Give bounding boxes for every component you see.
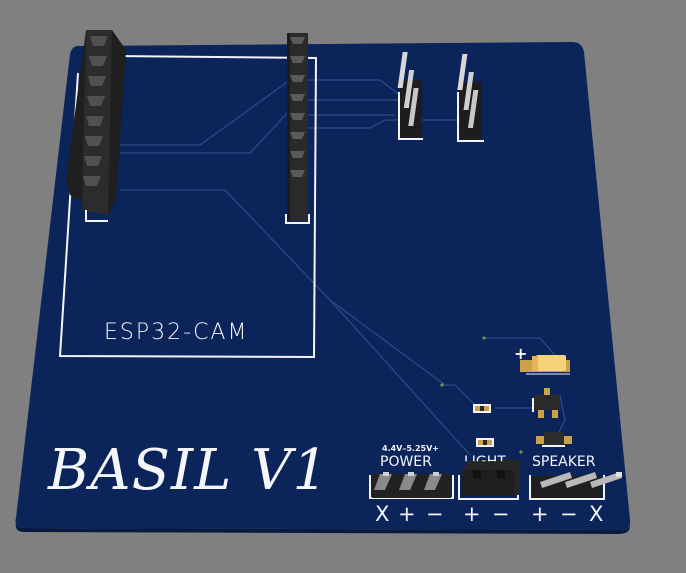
power-voltage-label: 4.4V–5.25V+ [382,444,439,453]
copper-traces [120,79,566,456]
tantalum-capacitor [520,355,570,375]
power-pin-plus: + [398,502,416,526]
voltage-regulator [532,388,560,418]
pin-header-b [457,54,484,142]
power-connector [369,472,454,499]
esp32-header-right [285,33,310,224]
light-label: LIGHT [464,454,506,461]
diode [536,432,572,447]
light-pin-plus: + [463,502,481,526]
power-label: POWER [380,454,432,470]
speaker-pin-plus: + [531,502,549,526]
power-pin-minus: − [426,502,444,526]
esp32-cam-outline [58,55,318,359]
board-title: BASIL V1 [48,438,330,503]
esp32-cam-label: ESP32-CAM [104,320,249,345]
light-connector [458,460,520,500]
speaker-label: SPEAKER [532,454,596,470]
light-pin-minus: − [492,502,510,526]
speaker-connector [529,472,622,500]
esp32-header-left [66,30,126,222]
power-pin-x: X [375,502,390,526]
speaker-pin-minus: − [560,502,578,526]
speaker-pin-x: X [589,502,604,526]
capacitor-polarity-mark: + [514,344,528,363]
resistor-2 [476,438,494,447]
pin-header-a [397,52,423,140]
resistor-1 [473,404,491,413]
